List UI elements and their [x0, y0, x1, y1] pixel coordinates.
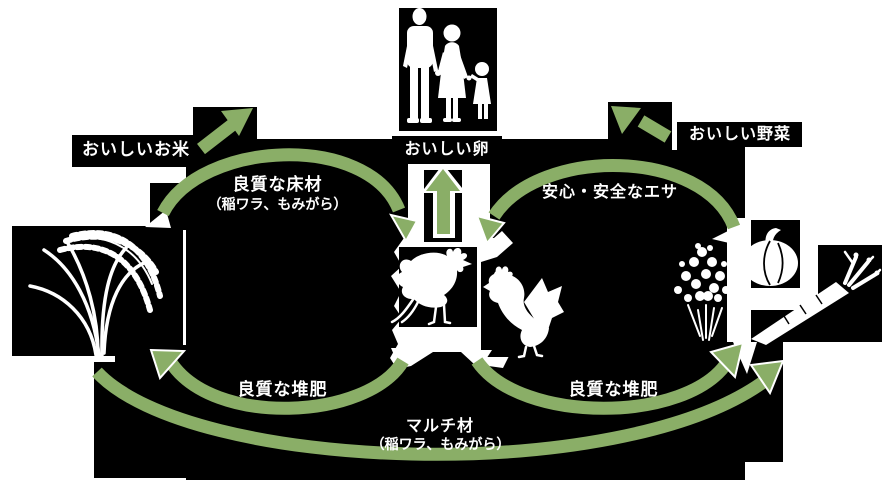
family-icon: [403, 8, 491, 123]
arrows: [92, 106, 785, 461]
carrot-tops-icon: [674, 243, 730, 341]
feed-arrow-tail: [712, 224, 742, 246]
compost-left-arrow-arc: [164, 357, 409, 415]
compost-right-label: 良質な堆肥: [568, 380, 659, 399]
pumpkin-icon: [742, 228, 798, 286]
compost-right-arrowhead-icon: [709, 341, 745, 380]
bedding-label-line1: 良質な床材: [232, 175, 323, 194]
feed-label: 安心・安全なエサ: [541, 184, 678, 201]
rice-plant-icon: [28, 230, 163, 357]
feed-arrow-arc: [488, 159, 741, 230]
egg-up-arrow-icon: [421, 164, 466, 238]
compost-left-label: 良質な堆肥: [237, 380, 328, 399]
bedding-arrow-tail: [145, 210, 171, 228]
vegetable-product-label: おいしい野菜: [688, 126, 791, 143]
mulch-arrow-arc: [92, 367, 770, 461]
mulch-label-line2: （稲ワラ、もみがら）: [370, 436, 511, 452]
compost-left-arrowhead-icon: [149, 348, 187, 380]
carrot-icon: [751, 250, 882, 345]
egg-label-panel: [392, 136, 502, 163]
mulch-label-line1: マルチ材: [405, 418, 474, 435]
feed-arrowhead-icon: [475, 214, 506, 245]
bedding-label-line2: （稲ワラ、もみがら）: [207, 196, 348, 212]
bedding-arrowhead-icon: [388, 213, 419, 244]
bedding-arrow-arc: [157, 148, 406, 217]
hen-icon: [483, 266, 564, 359]
veg-label-gap: [672, 100, 677, 150]
compost-right-arrow-arc: [471, 357, 734, 415]
rice-label-panel: [72, 135, 200, 167]
compost-left-arrow-tail: [391, 348, 416, 369]
veg-up-arrow-icon: [611, 106, 672, 143]
mulch-arrowhead-icon: [749, 359, 785, 396]
rice-product-label: おいしいお米: [82, 140, 190, 159]
rooster-icon: [390, 248, 472, 326]
egg-product-label: おいしい卵: [404, 141, 490, 158]
rice-up-arrow-icon: [197, 108, 253, 155]
veg-label-panel: [676, 122, 802, 147]
